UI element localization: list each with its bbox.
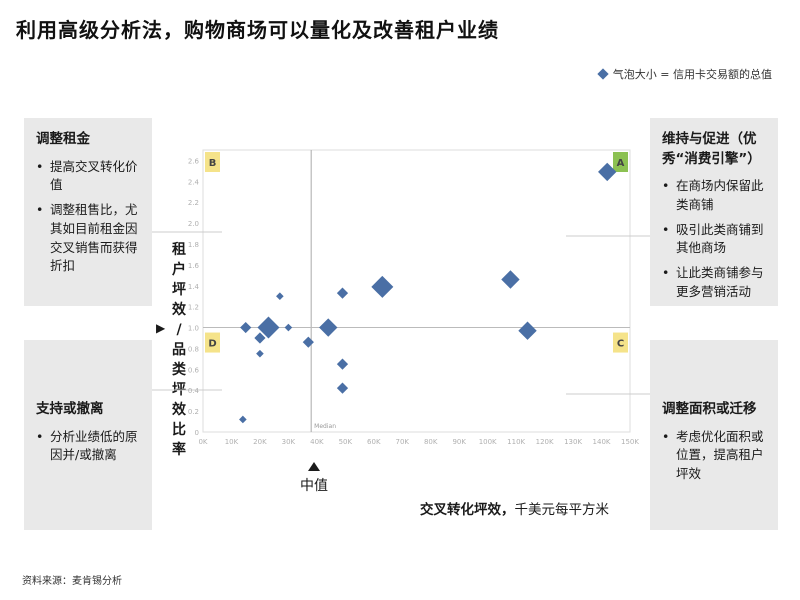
- box-adjust-rent: 调整租金 提高交叉转化价值 调整租售比，尤其如目前租金因交叉销售而获得折扣: [24, 118, 152, 306]
- quadrant-label: A: [617, 158, 625, 169]
- box-title: 维持与促进（优秀“消费引擎”）: [662, 131, 761, 167]
- bubble: [598, 162, 617, 182]
- y-tick-label: 1.0: [188, 325, 199, 333]
- median-label-text: 中值: [300, 478, 328, 494]
- x-axis-label-unit: 千美元每平方米: [514, 502, 610, 518]
- y-tick-label: 0.6: [188, 366, 200, 374]
- box-item: 调整租售比，尤其如目前租金因交叉销售而获得折扣: [36, 201, 140, 276]
- bubble: [239, 415, 247, 424]
- bubble: [501, 270, 520, 289]
- y-tick-label: 1.6: [188, 262, 200, 270]
- bubble: [254, 332, 266, 344]
- y-tick-label: 1.2: [188, 304, 199, 312]
- box-support-or-exit: 支持或撤离 分析业绩低的原因并/或撤离: [24, 340, 152, 530]
- y-axis-label-char: 效: [172, 402, 186, 418]
- box-title: 支持或撤离: [36, 401, 104, 417]
- x-tick-label: 30K: [282, 438, 296, 446]
- quadrant-badge-b: [205, 152, 220, 172]
- y-axis-label-char: 户: [172, 262, 186, 278]
- y-axis-label-char: 租: [172, 242, 186, 258]
- y-tick-label: 0: [195, 429, 199, 437]
- y-tick-label: 0.2: [188, 408, 199, 416]
- x-tick-label: 50K: [339, 438, 353, 446]
- y-axis-label-char: 比: [172, 422, 186, 438]
- bubble: [319, 318, 338, 337]
- y-tick-label: 2.6: [188, 157, 200, 165]
- y-axis-label: ▶ 租 户 坪 效 / 品 类 坪 效 比 率: [156, 240, 188, 460]
- bubble: [302, 336, 314, 348]
- x-tick-label: 140K: [593, 438, 611, 446]
- quadrant-badge-c: [613, 332, 628, 353]
- x-tick-label: 40K: [310, 438, 324, 446]
- x-tick-label: 120K: [536, 438, 554, 446]
- y-tick-label: 2.0: [188, 220, 199, 228]
- bubble: [371, 275, 394, 298]
- quadrant-label: B: [209, 158, 217, 169]
- x-tick-label: 80K: [424, 438, 438, 446]
- x-tick-label: 0K: [198, 438, 207, 446]
- y-axis-label-char: 坪: [172, 282, 186, 298]
- box-adjust-area: 调整面积或迁移 考虑优化面积或位置，提高租户坪效: [650, 340, 778, 530]
- box-title: 调整租金: [36, 131, 90, 147]
- x-tick-label: 100K: [479, 438, 497, 446]
- quadrant-badge-d: [205, 332, 220, 353]
- legend: 气泡大小 = 信用卡交易额的总值: [597, 66, 772, 82]
- bubble: [284, 323, 293, 332]
- x-axis-label: 交叉转化坪效，千美元每平方米: [420, 498, 609, 518]
- y-axis-label-char: 效: [172, 302, 186, 318]
- quadrant-label: D: [208, 339, 216, 350]
- y-tick-label: 1.4: [188, 283, 200, 291]
- page-title: 利用高级分析法，购物商场可以量化及改善租户业绩: [16, 18, 499, 42]
- box-item: 考虑优化面积或位置，提高租户坪效: [662, 428, 766, 484]
- y-tick-label: 0.4: [188, 387, 200, 395]
- box-item: 提高交叉转化价值: [36, 158, 140, 196]
- box-item: 分析业绩低的原因并/或撤离: [36, 428, 140, 466]
- box-item: 让此类商铺参与更多营销活动: [662, 264, 766, 302]
- quadrant-badge-a: [613, 152, 628, 172]
- y-tick-label: 2.2: [188, 199, 199, 207]
- x-tick-label: 130K: [564, 438, 582, 446]
- bubble: [257, 316, 280, 339]
- x-tick-label: 110K: [507, 438, 525, 446]
- x-tick-label: 90K: [452, 438, 466, 446]
- y-axis-label-char: 品: [172, 342, 186, 358]
- y-axis-label-char: 类: [172, 362, 186, 378]
- source-note: 资料来源：麦肯锡分析: [22, 576, 122, 587]
- x-tick-label: 70K: [396, 438, 410, 446]
- bubble: [256, 349, 264, 358]
- x-tick-label: 60K: [367, 438, 381, 446]
- x-axis-label-main: 交叉转化坪效，: [420, 502, 515, 518]
- median-line-label: Median: [314, 423, 336, 430]
- y-axis-label-char: 率: [172, 442, 186, 458]
- y-tick-label: 1.8: [188, 241, 199, 249]
- x-tick-label: 150K: [621, 438, 639, 446]
- x-tick-label: 20K: [253, 438, 267, 446]
- triangle-up-icon: [308, 462, 320, 471]
- bubble: [240, 321, 252, 334]
- y-tick-label: 2.4: [188, 178, 200, 186]
- bubble: [518, 321, 537, 340]
- plot-frame: [202, 149, 631, 433]
- box-item: 在商场内保留此类商铺: [662, 177, 766, 215]
- box-maintain-promote: 维持与促进（优秀“消费引擎”） 在商场内保留此类商铺 吸引此类商铺到其他商场 让…: [650, 118, 778, 306]
- box-item: 吸引此类商铺到其他商场: [662, 221, 766, 259]
- legend-text: 气泡大小 = 信用卡交易额的总值: [612, 68, 772, 81]
- y-tick-label: 0.8: [188, 345, 199, 353]
- bubble: [336, 358, 349, 370]
- triangle-right-icon: ▶: [156, 321, 166, 335]
- bubble: [336, 287, 349, 299]
- bubble: [276, 292, 284, 301]
- x-tick-label: 10K: [225, 438, 239, 446]
- y-axis-label-char: /: [176, 322, 182, 338]
- quadrant-label: C: [617, 339, 624, 350]
- box-title: 调整面积或迁移: [662, 401, 757, 417]
- bubble: [336, 382, 349, 394]
- median-marker: 中值: [292, 462, 336, 495]
